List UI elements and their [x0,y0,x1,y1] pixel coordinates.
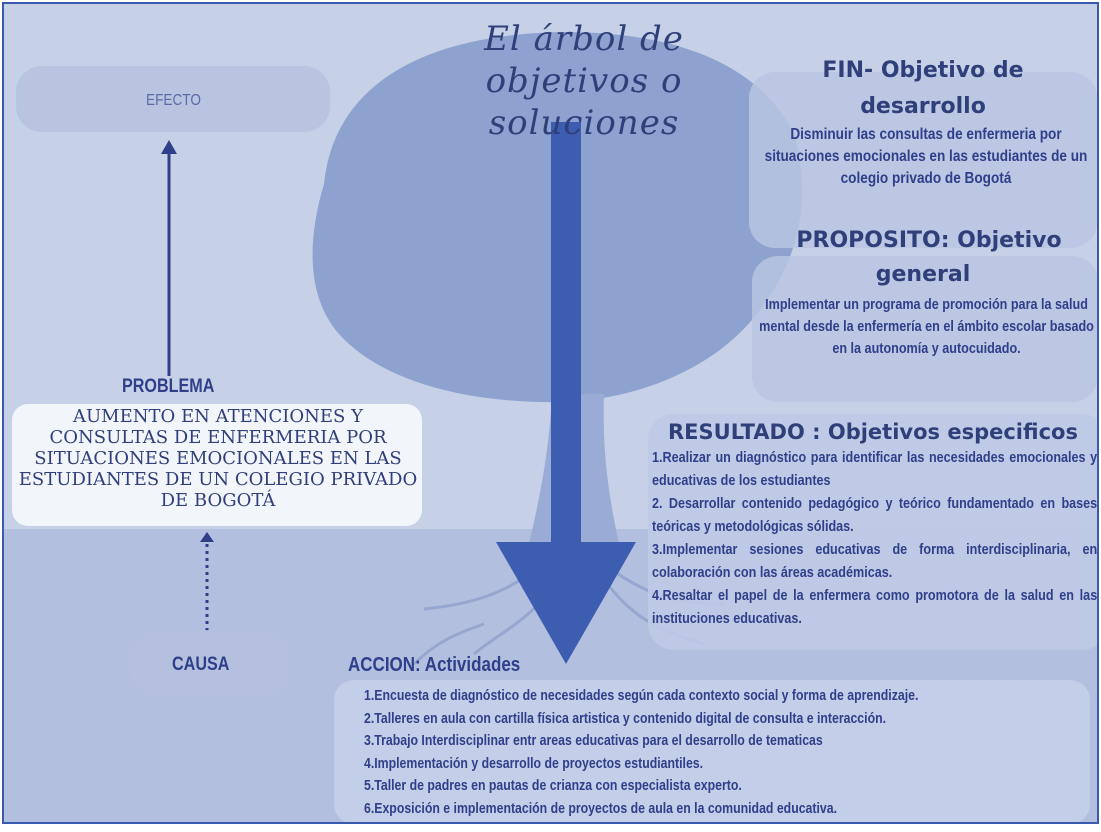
efecto-label: EFECTO [146,92,201,109]
resultado-item: 3.Implementar sesiones educativas de for… [652,541,1098,581]
accion-item: 4.Implementación y desarrollo de proyect… [364,754,704,772]
fin-text: Disminuir las consultas de enfermeria po… [764,126,1088,187]
accion-heading: ACCION: Actividades [348,654,521,676]
proposito-heading-line1: PROPOSITO: Objetivo [796,228,1062,253]
main-arrow [496,122,636,664]
problema-text: AUMENTO EN ATENCIONES Y CONSULTAS DE ENF… [18,406,418,511]
accion-item: 1.Encuesta de diagnóstico de necesidades… [364,687,919,704]
causa-arrow [200,532,214,632]
proposito-text: Implementar un programa de promoción par… [759,296,1094,357]
resultado-item: 4.Resaltar el papel de la enfermera como… [652,587,1098,627]
causa-box [130,630,290,698]
resultado-box [648,414,1097,650]
efecto-arrow [161,140,177,376]
resultado-item: 1.Realizar un diagnóstico para identific… [652,449,1098,489]
problema-label: PROBLEMA [122,376,215,397]
efecto-box [16,66,330,132]
accion-box [334,680,1090,822]
fin-heading-line1: FIN- Objetivo de [822,58,1024,83]
fin-box [749,72,1097,248]
accion-item: 2.Talleres en aula con cartilla física a… [364,709,887,727]
accion-item: 5.Taller de padres en pautas de crianza … [364,777,742,794]
proposito-box [752,256,1097,402]
diagram-title: El árbol de objetivos o soluciones [484,19,684,143]
resultado-list: 1.Realizar un diagnóstico para identific… [652,446,1097,630]
proposito-heading-line2: general [875,262,971,287]
resultado-item: 2. Desarrollar contenido pedagógico y te… [652,495,1098,535]
accion-list: 1.Encuesta de diagnóstico de necesidades… [364,685,918,820]
causa-label: CAUSA [172,654,230,675]
accion-item: 6.Exposición e implementación de proyect… [364,799,838,817]
resultado-heading: RESULTADO : Objetivos especificos [668,420,1078,444]
accion-item: 3.Trabajo Interdisciplinar entr areas ed… [364,732,823,749]
fin-heading-line2: desarrollo [860,94,986,119]
problema-box [12,404,422,526]
